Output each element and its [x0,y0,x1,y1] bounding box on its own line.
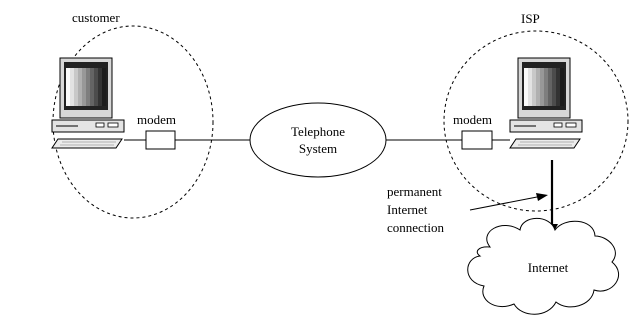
telephone-system [249,102,387,178]
modem-right [461,130,493,150]
telephone-label-line2: System [299,141,337,156]
isp-boundary [443,30,629,212]
desktop-computer-icon [509,57,583,149]
cloud-icon [467,217,619,315]
internet-label: Internet [528,260,569,275]
customer-label: customer [72,10,120,25]
pointer-arrowhead [536,193,548,201]
modem-left-label: modem [137,112,176,127]
permanent-label-line1: permanent [387,184,442,199]
permanent-label-line3: connection [387,220,445,235]
isp-label: ISP [521,11,540,26]
desktop-computer-icon [51,57,125,149]
permanent-label-line2: Internet [387,202,428,217]
telephone-label-line1: Telephone [291,124,345,139]
pointer-line [469,196,538,211]
modem-right-label: modem [453,112,492,127]
modem-left [145,130,176,150]
